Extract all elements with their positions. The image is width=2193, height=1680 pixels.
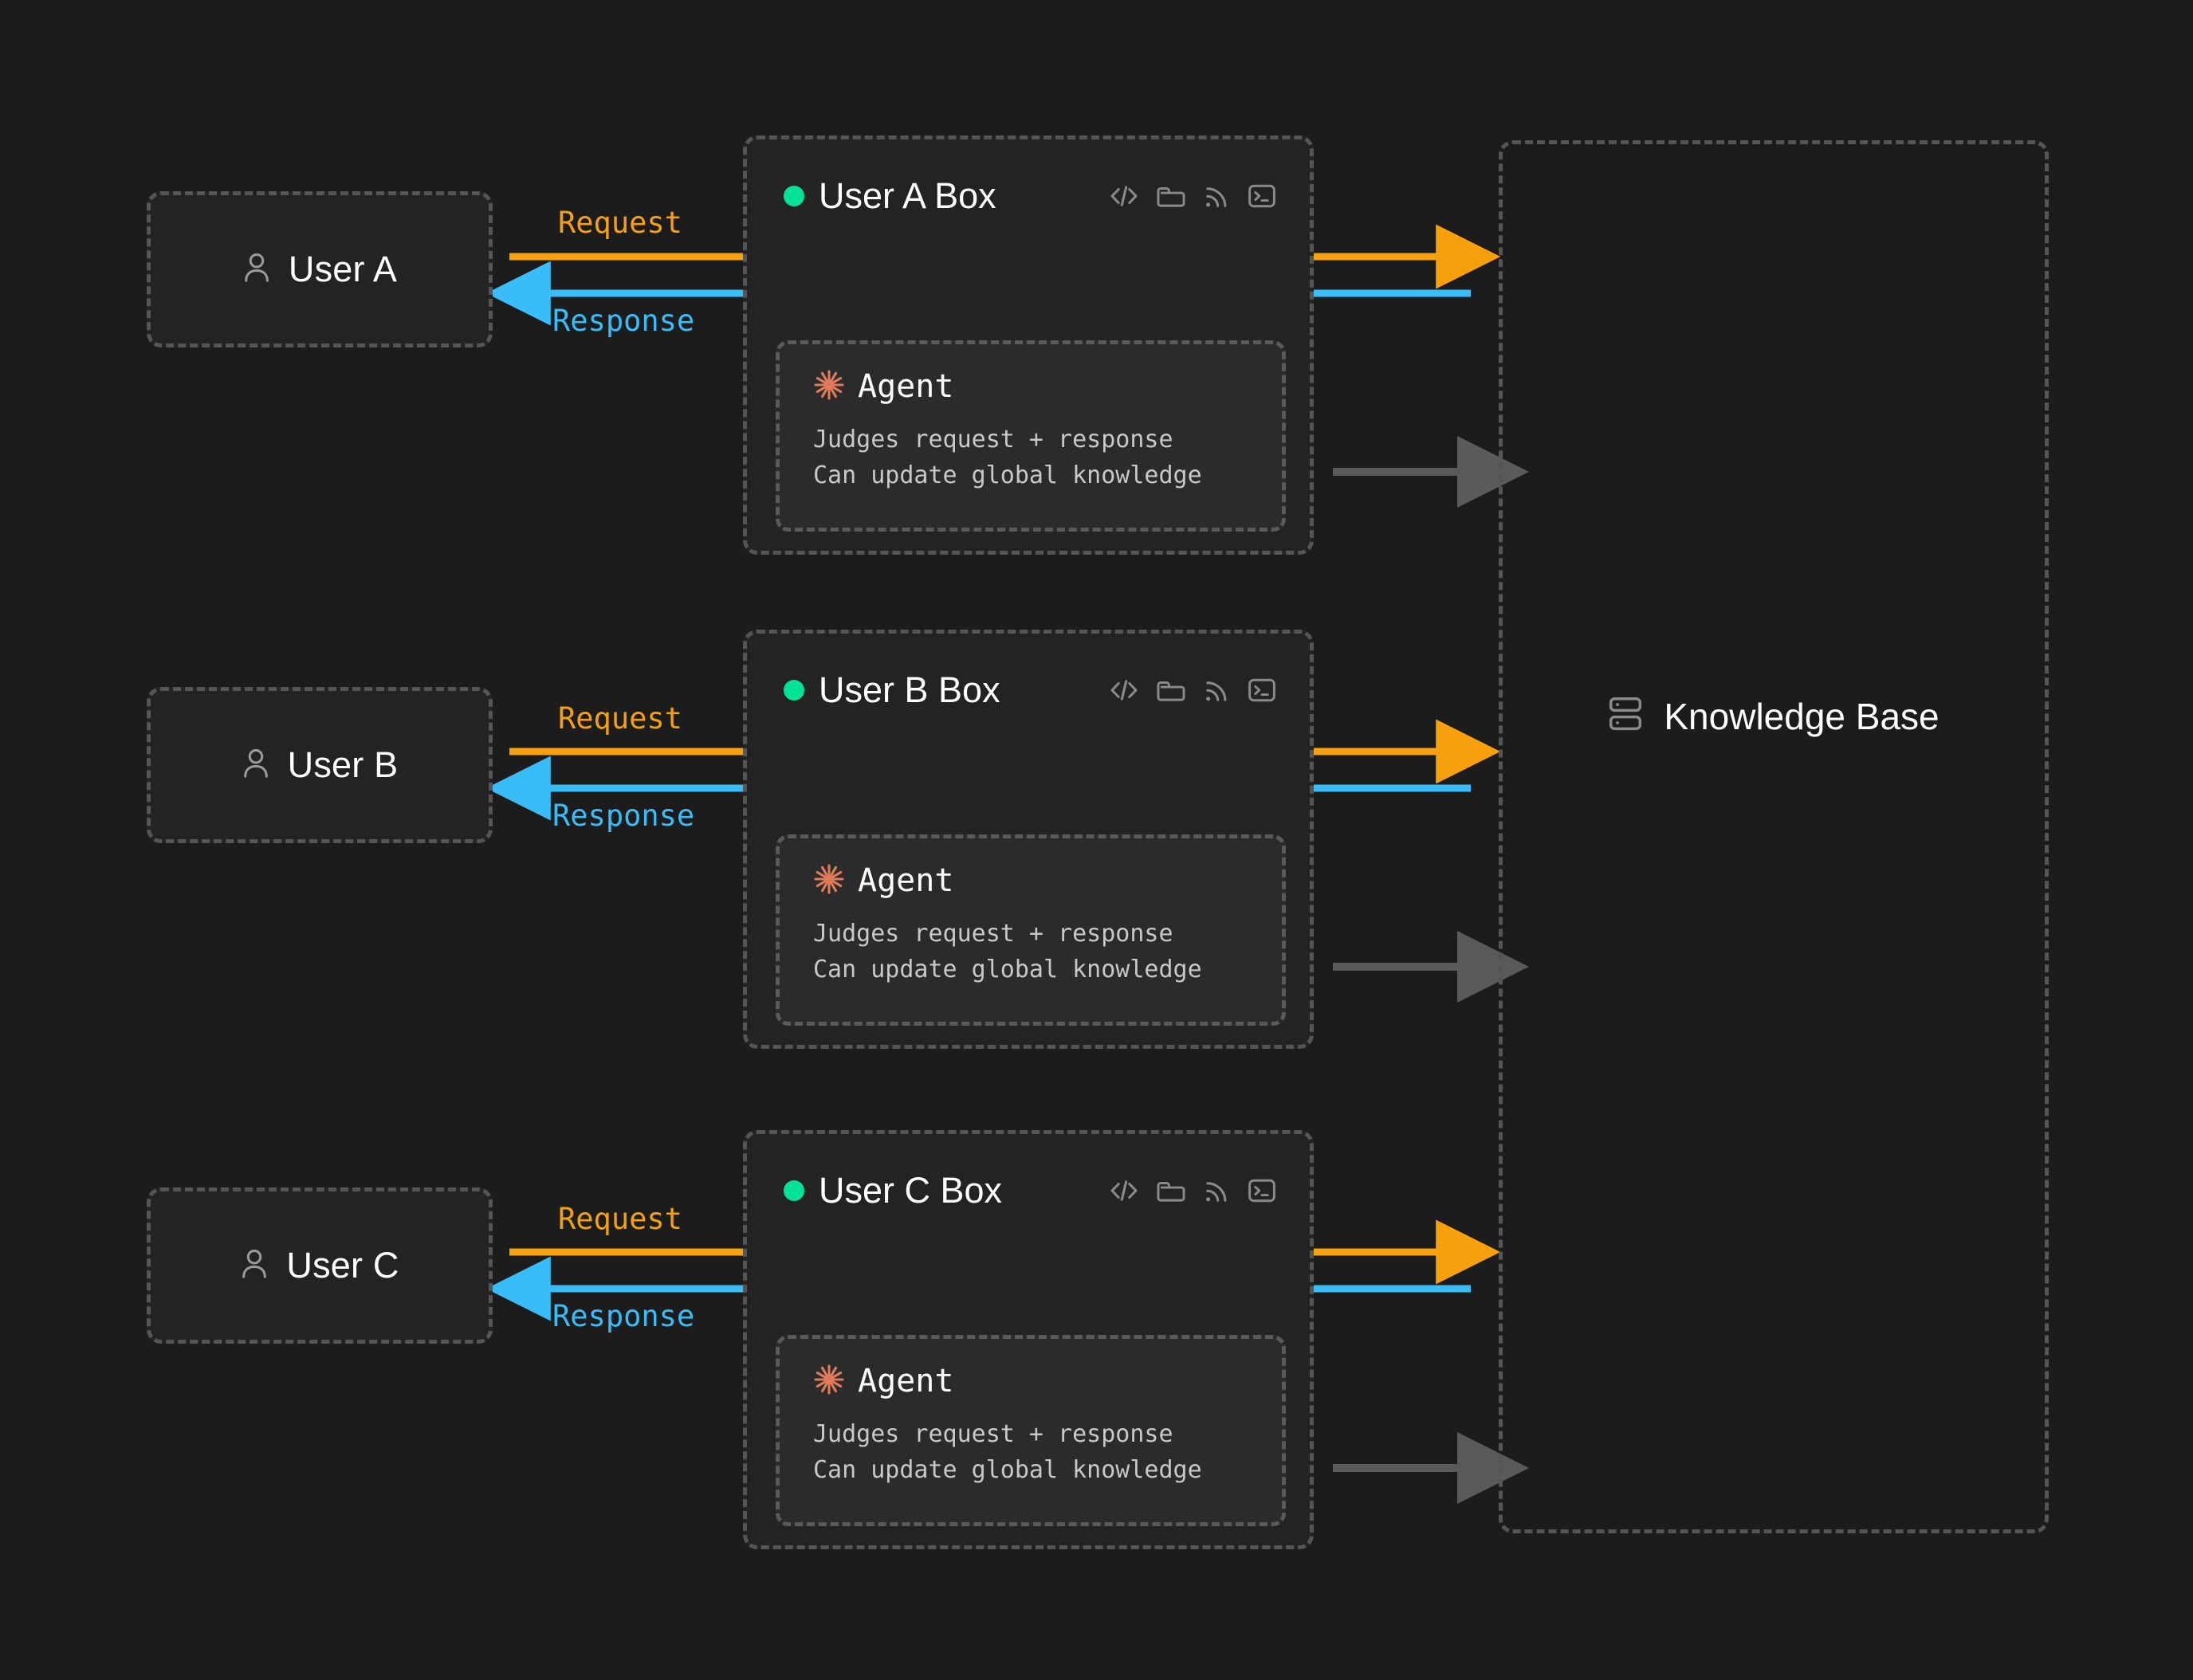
user-box-toolbar-a [1109,183,1276,210]
user-box-b[interactable]: User B Box [743,630,1314,1049]
agent-description-b: Judges request + response Can update glo… [813,920,1202,983]
agent-line: Judges request + response [813,426,1173,453]
agent-title: Agent [858,368,954,405]
knowledge-base-label: Knowledge Base [1664,695,1940,737]
code-icon[interactable] [1109,1177,1139,1204]
agent-box-a[interactable]: Agent Judges request + response Can upda… [776,340,1286,532]
user-box-title: User B Box [819,669,1000,710]
terminal-icon[interactable] [1248,183,1276,210]
signal-icon[interactable] [1203,183,1230,210]
knowledge-base-container[interactable]: Knowledge Base [1499,140,2049,1533]
person-icon [242,747,270,784]
status-dot-icon [784,680,804,701]
agent-line: Judges request + response [813,920,1173,948]
agent-title: Agent [858,1363,954,1399]
user-node-label: User B [287,744,399,785]
user-node-label: User A [288,249,398,289]
agent-title: Agent [858,862,954,899]
agent-header-c: Agent [813,1363,953,1399]
folder-icon[interactable] [1157,183,1185,210]
person-icon [242,251,271,289]
agent-sunburst-icon [813,1364,845,1399]
agent-line: Can update global knowledge [813,461,1202,489]
agent-line: Judges request + response [813,1420,1173,1448]
request-label-a: Request [558,206,682,240]
user-node-a[interactable]: User A [147,191,493,347]
user-box-title: User C Box [819,1170,1003,1211]
signal-icon[interactable] [1203,1177,1230,1204]
agent-header-a: Agent [813,368,953,405]
database-icon [1608,694,1643,738]
agent-line: Can update global knowledge [813,956,1202,983]
agent-sunburst-icon [813,863,845,899]
folder-icon[interactable] [1157,1177,1185,1204]
folder-icon[interactable] [1157,677,1185,704]
response-label-a: Response [552,304,695,338]
knowledge-base-content: Knowledge Base [1503,694,2045,738]
agent-sunburst-icon [813,369,845,405]
agent-header-b: Agent [813,862,953,899]
agent-box-c[interactable]: Agent Judges request + response Can upda… [776,1335,1286,1526]
agent-description-c: Judges request + response Can update glo… [813,1420,1202,1484]
request-label-b: Request [558,701,682,736]
person-icon [240,1247,269,1285]
terminal-icon[interactable] [1248,1177,1276,1204]
agent-description-a: Judges request + response Can update glo… [813,426,1202,489]
agent-box-b[interactable]: Agent Judges request + response Can upda… [776,834,1286,1026]
response-label-b: Response [552,799,695,833]
signal-icon[interactable] [1203,677,1230,704]
user-node-c[interactable]: User C [147,1187,493,1344]
user-box-a[interactable]: User A Box [743,135,1314,555]
code-icon[interactable] [1109,183,1139,210]
code-icon[interactable] [1109,677,1139,704]
user-box-header-c: User C Box [784,1169,1276,1212]
user-box-c[interactable]: User C Box [743,1130,1314,1549]
user-node-label: User C [286,1245,399,1286]
status-dot-icon [784,186,804,206]
status-dot-icon [784,1180,804,1201]
user-box-toolbar-b [1109,677,1276,704]
user-box-header-b: User B Box [784,669,1276,712]
request-label-c: Request [558,1202,682,1236]
user-node-b[interactable]: User B [147,687,493,843]
response-label-c: Response [552,1299,695,1333]
user-box-toolbar-c [1109,1177,1276,1204]
terminal-icon[interactable] [1248,677,1276,704]
user-box-header-a: User A Box [784,175,1276,218]
user-box-title: User A Box [819,175,996,216]
agent-line: Can update global knowledge [813,1456,1202,1484]
